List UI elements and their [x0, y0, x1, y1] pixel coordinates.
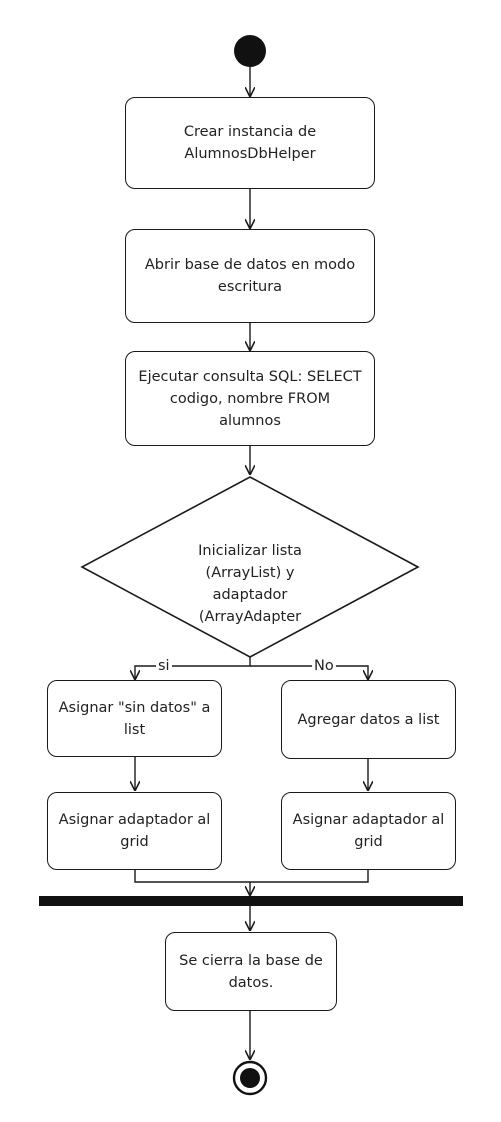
node-text: alumnos: [219, 412, 281, 429]
edge-label-no: No: [312, 657, 336, 675]
decision-label: Inicializar lista (ArrayList) y adaptado…: [165, 540, 335, 628]
start-node: [234, 35, 266, 67]
node-text: AlumnosDbHelper: [184, 146, 316, 162]
node-text: Se cierra la base de: [179, 952, 323, 969]
node-close-db: Se cierra la base de datos.: [165, 932, 337, 1011]
branch-no-path: [250, 665, 368, 679]
node-text: Crear instancia de: [183, 124, 317, 140]
decision-text: (ArrayList) y: [205, 565, 295, 581]
merge-lines: [134, 869, 369, 883]
node-assign-no-data: Asignar "sin datos" a list: [47, 680, 222, 757]
node-text: Asignar "sin datos" a: [58, 699, 211, 716]
node-text: codigo, nombre FROM: [169, 390, 331, 407]
node-add-data: Agregar datos a list: [281, 680, 456, 759]
branch-yes-path: [135, 657, 251, 679]
node-text: Asignar adaptador al: [58, 812, 211, 828]
node-text: Abrir base de datos en modo: [144, 257, 356, 273]
node-open-db: Abrir base de datos en modo escritura: [125, 229, 375, 323]
node-assign-adapter-right: Asignar adaptador al grid: [281, 792, 456, 870]
join-bar: [39, 896, 463, 906]
node-text: Ejecutar consulta SQL: SELECT: [138, 368, 362, 385]
decision-text: Inicializar lista: [198, 543, 302, 559]
node-text: Agregar datos a list: [297, 711, 440, 728]
node-text: datos.: [228, 974, 274, 991]
node-text: list: [123, 721, 146, 738]
node-create-instance: Crear instancia de AlumnosDbHelper: [125, 97, 375, 189]
node-text: grid: [354, 834, 383, 850]
node-run-query: Ejecutar consulta SQL: SELECT codigo, no…: [125, 351, 375, 446]
end-node-inner: [240, 1068, 260, 1088]
node-text: escritura: [217, 279, 283, 295]
node-text: grid: [120, 834, 149, 850]
node-text: Asignar adaptador al: [292, 812, 445, 828]
decision-text: (ArrayAdapter: [198, 609, 302, 625]
decision-text: adaptador: [212, 587, 288, 603]
node-assign-adapter-left: Asignar adaptador al grid: [47, 792, 222, 870]
edge-label-yes: si: [156, 657, 172, 675]
